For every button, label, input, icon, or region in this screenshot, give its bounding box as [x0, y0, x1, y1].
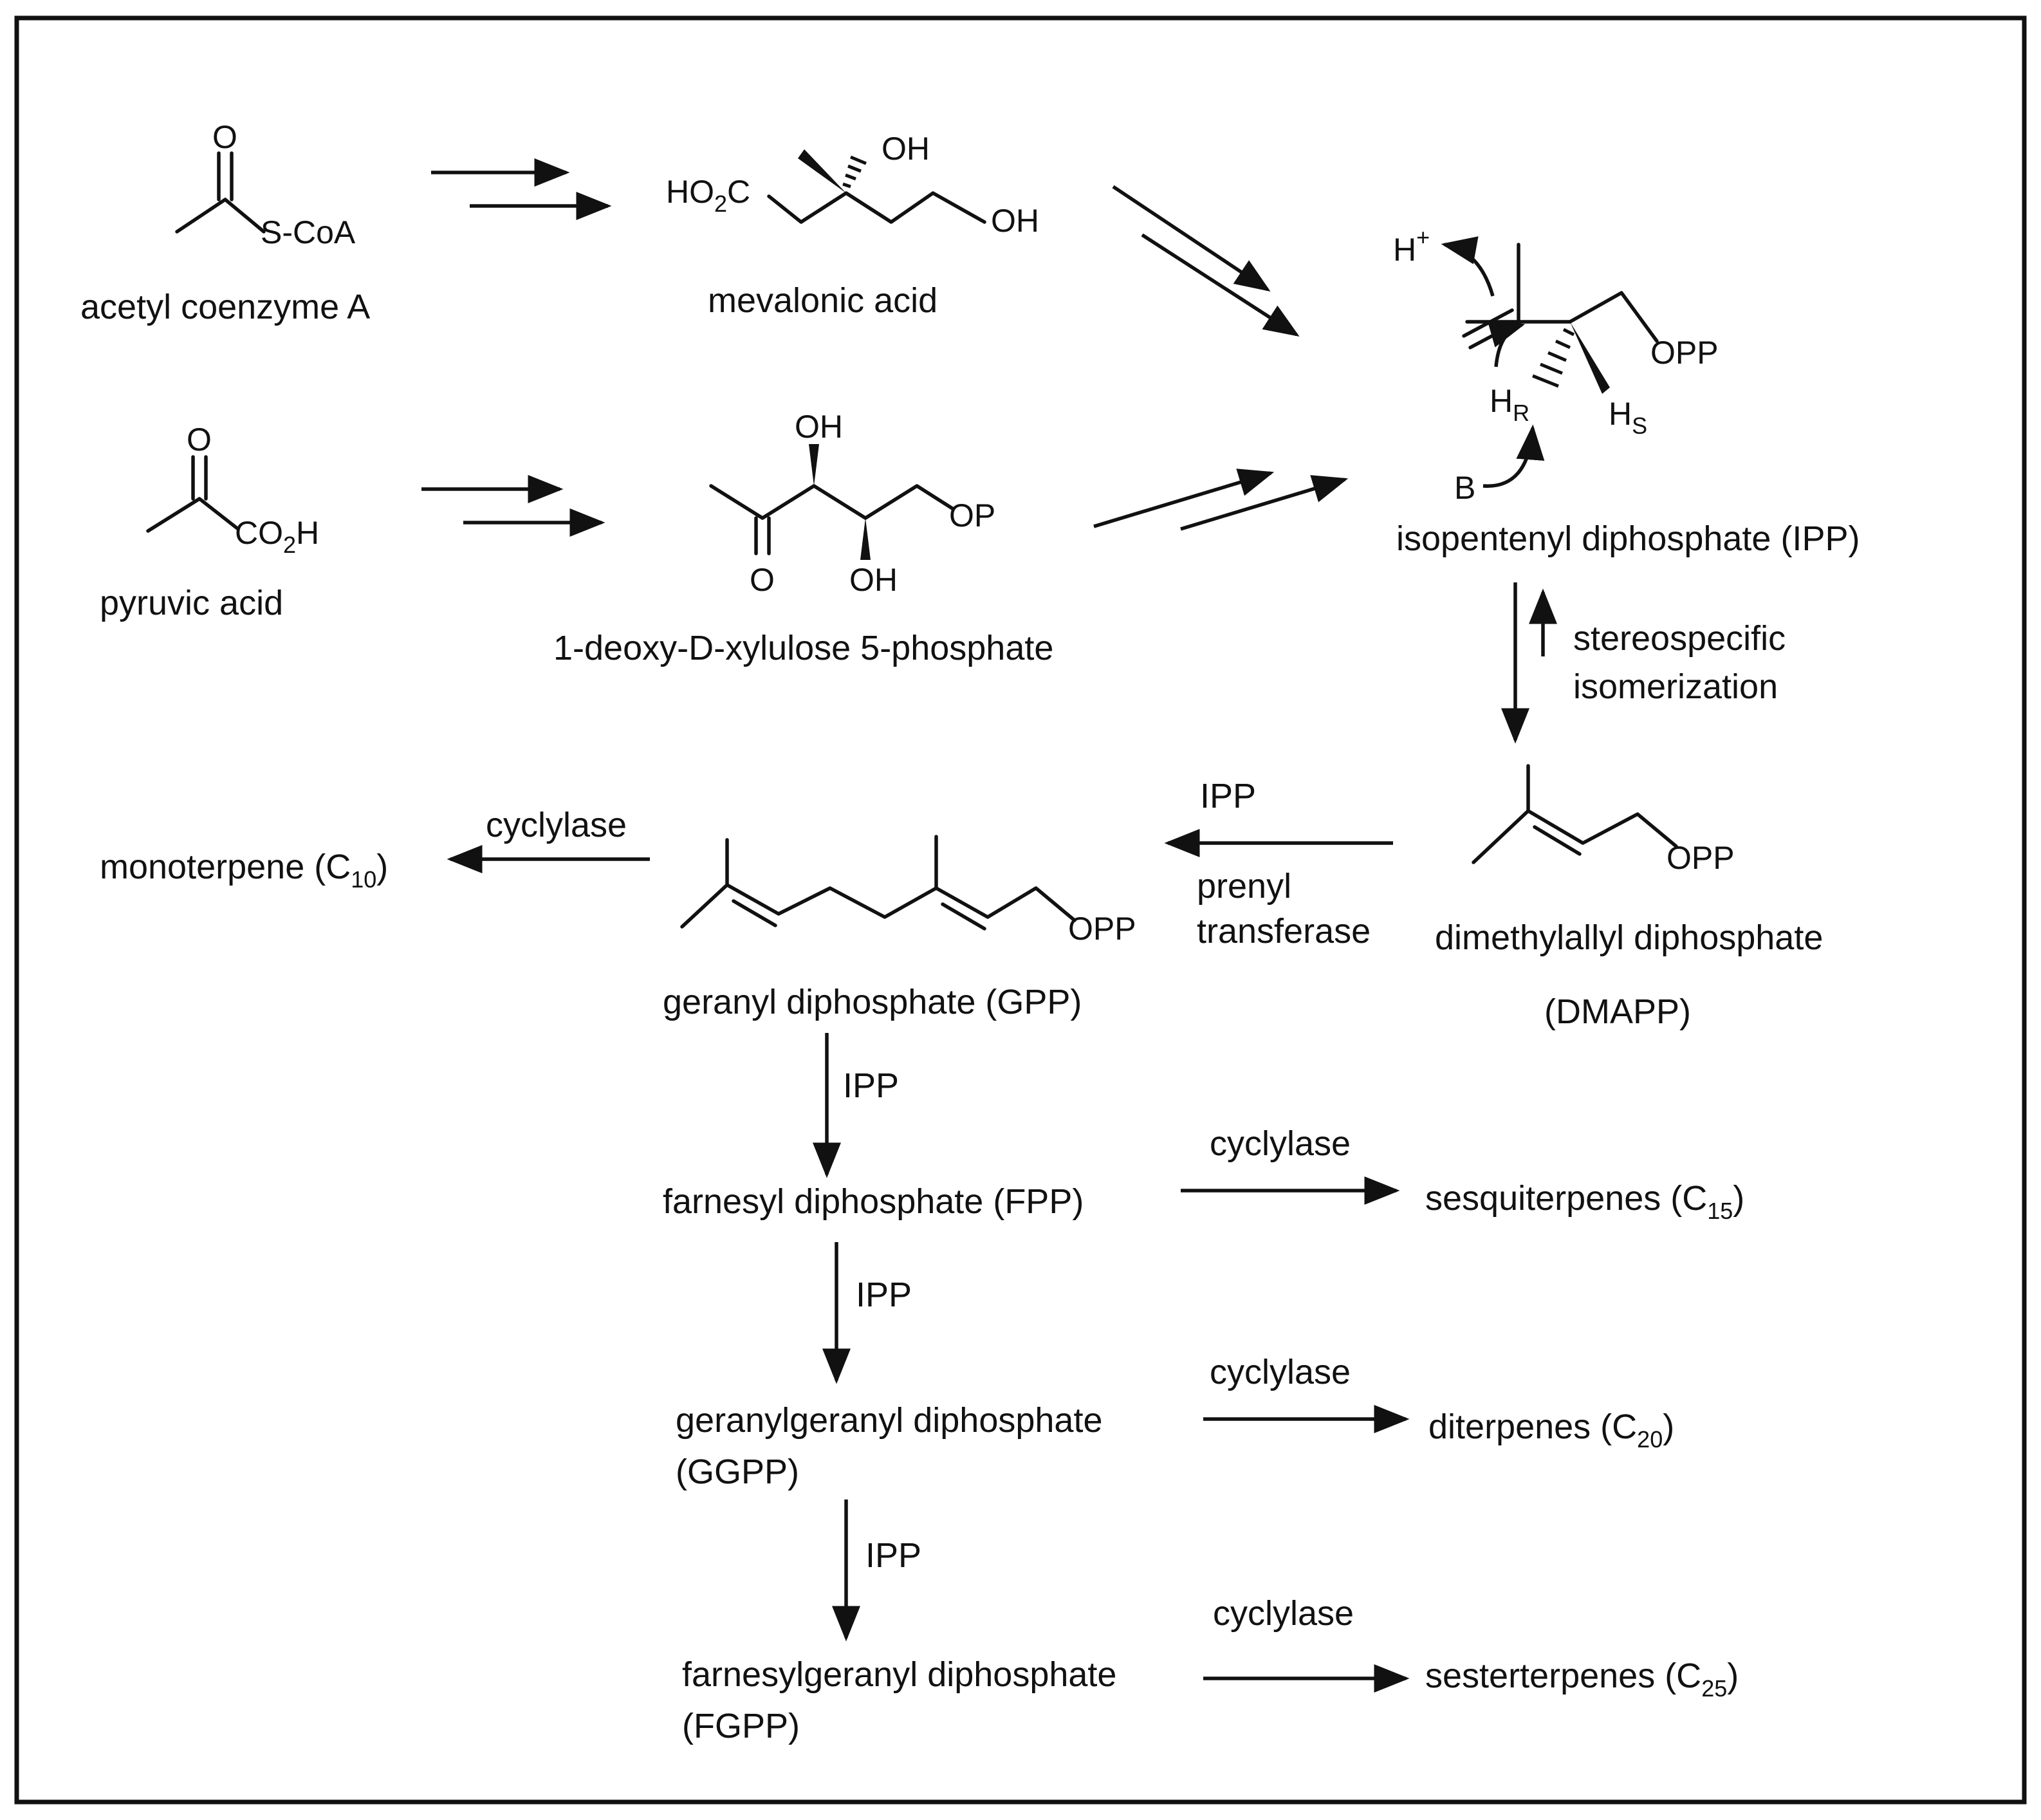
pyruvic-acid-structure: O CO2H: [146, 422, 319, 558]
dxp-wedge-bottom: [860, 518, 871, 560]
dmapp-opp-atom: OPP: [1667, 840, 1735, 876]
dxp-wedge-top: [809, 444, 819, 486]
ipp-bond-curved-arrow: [1487, 320, 1526, 367]
ipp-reagent-ggpp-fgpp: IPP: [865, 1536, 921, 1575]
arrow-pyruvic-to-dxp: [421, 475, 605, 537]
fpp-label: farnesyl diphosphate (FPP): [663, 1182, 1084, 1221]
mevalonic-hash: [842, 155, 867, 189]
mevalonic-acid-label: mevalonic acid: [708, 281, 937, 320]
pyruvic-co2h-atom: CO2H: [235, 515, 319, 558]
mevalonic-ho2c-atom: HO2C: [666, 174, 750, 217]
arrow-mevalonic-to-ipp: [1112, 185, 1300, 337]
gpp-structure: OPP: [680, 835, 1136, 947]
dxp-o-atom: O: [750, 562, 775, 598]
monoterpene-label: monoterpene (C10): [100, 848, 388, 893]
ggpp-label-line1: geranylgeranyl diphosphate: [676, 1401, 1102, 1440]
dxp-oh-top: OH: [795, 409, 843, 445]
dxp-oh-bottom: OH: [849, 562, 898, 598]
gpp-opp-atom: OPP: [1068, 911, 1136, 947]
ipp-hs-wedge: [1570, 322, 1610, 394]
ipp-reagent-fpp-ggpp: IPP: [856, 1276, 912, 1314]
fgpp-label-line1: farnesylgeranyl diphosphate: [682, 1655, 1116, 1694]
ipp-label: isopentenyl diphosphate (IPP): [1396, 519, 1860, 558]
ipp-base-curved-arrow: [1482, 424, 1545, 488]
ipp-structure: H+ OPP HR HS B: [1393, 224, 1719, 506]
dmapp-structure: OPP: [1472, 764, 1735, 876]
ggpp-label-line2: (GGPP): [676, 1453, 799, 1491]
dxp-label: 1-deoxy-D-xylulose 5-phosphate: [553, 629, 1053, 667]
fgpp-label-line2: (FGPP): [682, 1707, 800, 1745]
dmapp-label-line1: dimethylallyl diphosphate: [1435, 918, 1823, 957]
acetyl-coa-o-atom: O: [212, 119, 237, 155]
cyclylase-label-sester: cyclylase: [1213, 1594, 1354, 1633]
ipp-opp-atom: OPP: [1650, 335, 1719, 371]
mevalonic-wedge: [798, 149, 846, 193]
prenyl-transferase-line2: transferase: [1197, 912, 1371, 951]
dmapp-label-line2: (DMAPP): [1544, 992, 1691, 1031]
ipp-base-atom: B: [1454, 470, 1475, 506]
cyclylase-label-di: cyclylase: [1210, 1353, 1351, 1391]
ipp-hs-atom: HS: [1609, 396, 1647, 439]
prenyl-transferase-line1: prenyl: [1197, 867, 1291, 905]
acetyl-coa-scoa-atom: S-CoA: [261, 214, 356, 250]
isomerization-label-line1: stereospecific: [1573, 619, 1786, 658]
pyruvic-o-atom: O: [187, 422, 212, 458]
cyclylase-label-mono: cyclylase: [486, 806, 627, 844]
pyruvic-acid-label: pyruvic acid: [100, 584, 283, 622]
ipp-h-plus: H+: [1393, 224, 1430, 268]
dxp-structure: OH O OH OP: [709, 409, 995, 598]
ipp-reagent-top: IPP: [1200, 777, 1256, 815]
sesterterpenes-label: sesterterpenes (C25): [1425, 1657, 1739, 1702]
ipp-hr-atom: HR: [1490, 383, 1529, 426]
ipp-proton-curved-arrow: [1441, 236, 1495, 297]
ipp-hr-hash: [1532, 328, 1575, 388]
diagram-frame: [14, 15, 2027, 1805]
ipp-reagent-gpp-fpp: IPP: [843, 1066, 899, 1105]
acetyl-coa-label: acetyl coenzyme A: [80, 288, 370, 326]
arrow-dxp-to-ipp: [1093, 469, 1349, 531]
cyclylase-label-sesqui: cyclylase: [1210, 1124, 1351, 1163]
diterpenes-label: diterpenes (C20): [1428, 1407, 1674, 1453]
gpp-label: geranyl diphosphate (GPP): [663, 983, 1082, 1021]
sesquiterpenes-label: sesquiterpenes (C15): [1425, 1179, 1744, 1224]
mevalonic-oh-right: OH: [991, 203, 1039, 239]
acetyl-coa-structure: O S-CoA: [175, 119, 356, 250]
mevalonic-oh-top: OH: [882, 131, 930, 167]
mevalonic-acid-structure: HO2C OH OH: [666, 131, 1039, 239]
isomerization-equilibrium-arrows: [1501, 582, 1557, 744]
dxp-op-atom: OP: [949, 497, 995, 534]
isomerization-label-line2: isomerization: [1573, 667, 1778, 706]
arrow-acetyl-to-mevalonic: [431, 158, 612, 220]
